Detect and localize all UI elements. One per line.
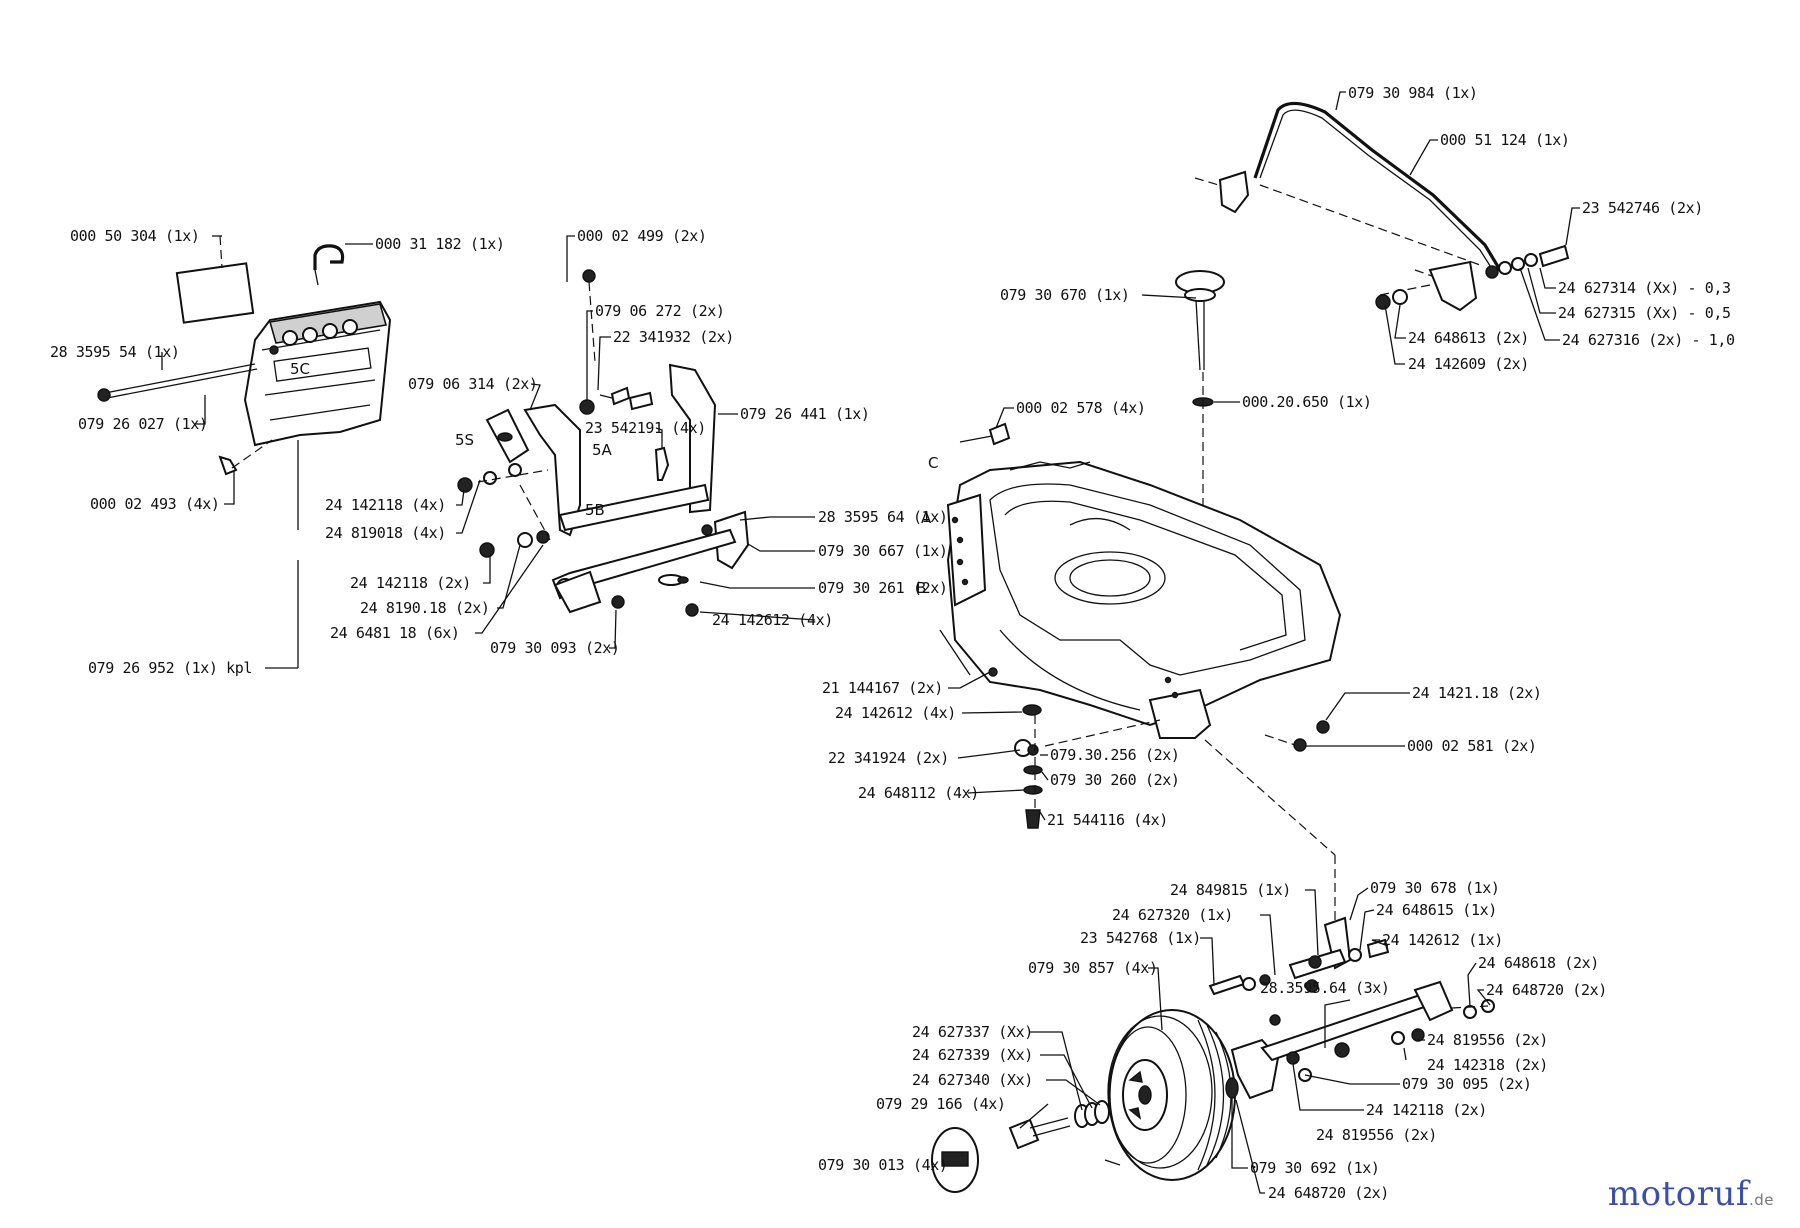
part-label: 079 30 678 (1x)	[1370, 879, 1499, 897]
part-label: 079 30 260 (2x)	[1050, 771, 1179, 789]
left-bracket	[523, 403, 581, 537]
part-label: 079 06 314 (2x)	[408, 375, 537, 393]
part-label: 28 3595 54 (1x)	[50, 343, 179, 361]
part-label: 23 542768 (1x)	[1080, 929, 1201, 947]
part-label: 079 30 093 (2x)	[490, 639, 619, 657]
front-linkage-assembly	[457, 269, 750, 617]
part-label: 000 02 493 (4x)	[90, 495, 219, 513]
flap-axle-rod	[104, 363, 256, 394]
right-bracket	[668, 363, 717, 514]
part-label: 24 142118 (4x)	[325, 496, 446, 514]
part-label: 24 142118 (2x)	[1366, 1101, 1487, 1119]
part-label: 079 26 952 (1x) kpl	[88, 659, 252, 677]
part-label: 000 02 578 (4x)	[1016, 399, 1145, 417]
deck-front-plate	[946, 493, 987, 607]
lower-linkage-bar	[551, 528, 737, 600]
part-label: 24 648720 (2x)	[1486, 981, 1607, 999]
part-label: 28 3595 64 (1x)	[818, 508, 947, 526]
part-label: 24 142318 (2x)	[1427, 1056, 1548, 1074]
part-label: 24 142609 (2x)	[1408, 355, 1529, 373]
leader-lines	[161, 91, 1580, 1194]
part-label: 079 30 984 (1x)	[1348, 84, 1477, 102]
part-label: 24 627337 (Xx)	[912, 1023, 1033, 1041]
handle-assembly	[1194, 101, 1570, 312]
part-label: 24 648720 (2x)	[1268, 1184, 1389, 1202]
part-label: 24 1421.18 (2x)	[1412, 684, 1541, 702]
handle-lower-left	[1218, 170, 1250, 214]
part-label: 24 819018 (4x)	[325, 524, 446, 542]
reference-markers: C A B 5C 5S 5A 5B	[290, 360, 938, 597]
marker-c: C	[928, 454, 938, 472]
part-label: 24 8190.18 (2x)	[360, 599, 489, 617]
part-label: 000.20.650 (1x)	[1242, 393, 1371, 411]
watermark-logo: motoruf.de	[1608, 1174, 1774, 1214]
part-label: 24 648618 (2x)	[1478, 954, 1599, 972]
marker-5c: 5C	[290, 360, 310, 378]
part-label: 24 142612 (4x)	[712, 611, 833, 629]
part-label: 22 341932 (2x)	[613, 328, 734, 346]
label-plate	[175, 262, 255, 324]
spring-clip	[313, 244, 345, 270]
part-label: 24 627339 (Xx)	[912, 1046, 1033, 1064]
part-label: 000 50 304 (1x)	[70, 227, 199, 245]
part-label: 079 30 013 (4x)	[818, 1156, 947, 1174]
part-label: 23 542746 (2x)	[1582, 199, 1703, 217]
part-label: 079 30 095 (2x)	[1402, 1075, 1531, 1093]
mower-deck	[939, 460, 1342, 920]
part-label: 23 542191 (4x)	[585, 419, 706, 437]
marker-5a: 5A	[592, 441, 613, 459]
part-label: 24 142612 (4x)	[835, 704, 956, 722]
part-label: 24 627315 (Xx) - 0,5	[1558, 304, 1731, 322]
part-label: 000 02 499 (2x)	[577, 227, 706, 245]
part-label: 24 627340 (Xx)	[912, 1071, 1033, 1089]
watermark-tld: .de	[1748, 1191, 1774, 1209]
part-label: 24 627314 (Xx) - 0,3	[1558, 279, 1731, 297]
part-label: 21 544116 (4x)	[1047, 811, 1168, 829]
rear-flap-assembly	[97, 235, 392, 668]
part-label: 24 849815 (1x)	[1170, 881, 1291, 899]
part-label: 24 819556 (2x)	[1427, 1031, 1548, 1049]
part-label: 21 144167 (2x)	[822, 679, 943, 697]
part-label: 000 02 581 (2x)	[1407, 737, 1536, 755]
part-label: 079 26 441 (1x)	[740, 405, 869, 423]
part-label: 000 31 182 (1x)	[375, 235, 504, 253]
part-label: 24 648615 (1x)	[1376, 901, 1497, 919]
part-label: 24 142612 (1x)	[1382, 931, 1503, 949]
part-label: 24 627316 (2x) - 1,0	[1562, 331, 1735, 349]
part-label: 24 819556 (2x)	[1316, 1126, 1437, 1144]
part-label: 22 341924 (2x)	[828, 749, 949, 767]
part-label: 079 06 272 (2x)	[595, 302, 724, 320]
handle-bar	[1253, 101, 1502, 271]
watermark-brand: motoruf	[1607, 1174, 1749, 1214]
part-labels: 079 30 984 (1x) 000 51 124 (1x) 23 54274…	[50, 84, 1735, 1202]
part-label: 079 30 261 (2x)	[818, 579, 947, 597]
marker-a: A	[921, 509, 932, 527]
part-label: 079 26 027 (1x)	[78, 415, 207, 433]
part-label: 079 30 670 (1x)	[1000, 286, 1129, 304]
deck-body	[946, 460, 1342, 727]
deck-rear-flap	[1148, 688, 1212, 739]
marker-5b: 5B	[585, 501, 605, 519]
part-label: 24 648112 (4x)	[858, 784, 979, 802]
rear-wheel-assembly	[931, 1009, 1239, 1193]
marker-5s: 5S	[455, 431, 474, 449]
deck-fasteners	[959, 422, 1330, 829]
part-label: 079 30 692 (1x)	[1250, 1159, 1379, 1177]
part-label: 24 648613 (2x)	[1408, 329, 1529, 347]
part-label: 000 51 124 (1x)	[1440, 131, 1569, 149]
marker-b: B	[916, 579, 926, 597]
part-label: 079 30 667 (1x)	[818, 542, 947, 560]
deck-motor-opening	[1054, 551, 1166, 605]
part-label: 079 29 166 (4x)	[876, 1095, 1005, 1113]
part-label: 079.30.256 (2x)	[1050, 746, 1179, 764]
handle-lower-right	[1428, 260, 1478, 312]
part-label: 079 30 857 (4x)	[1028, 959, 1157, 977]
part-label: 24 6481 18 (6x)	[330, 624, 459, 642]
part-label: 24 142118 (2x)	[350, 574, 471, 592]
part-label: 24 627320 (1x)	[1112, 906, 1233, 924]
part-label: 28.3595.64 (3x)	[1260, 979, 1389, 997]
linkage-crossbar	[558, 483, 710, 532]
